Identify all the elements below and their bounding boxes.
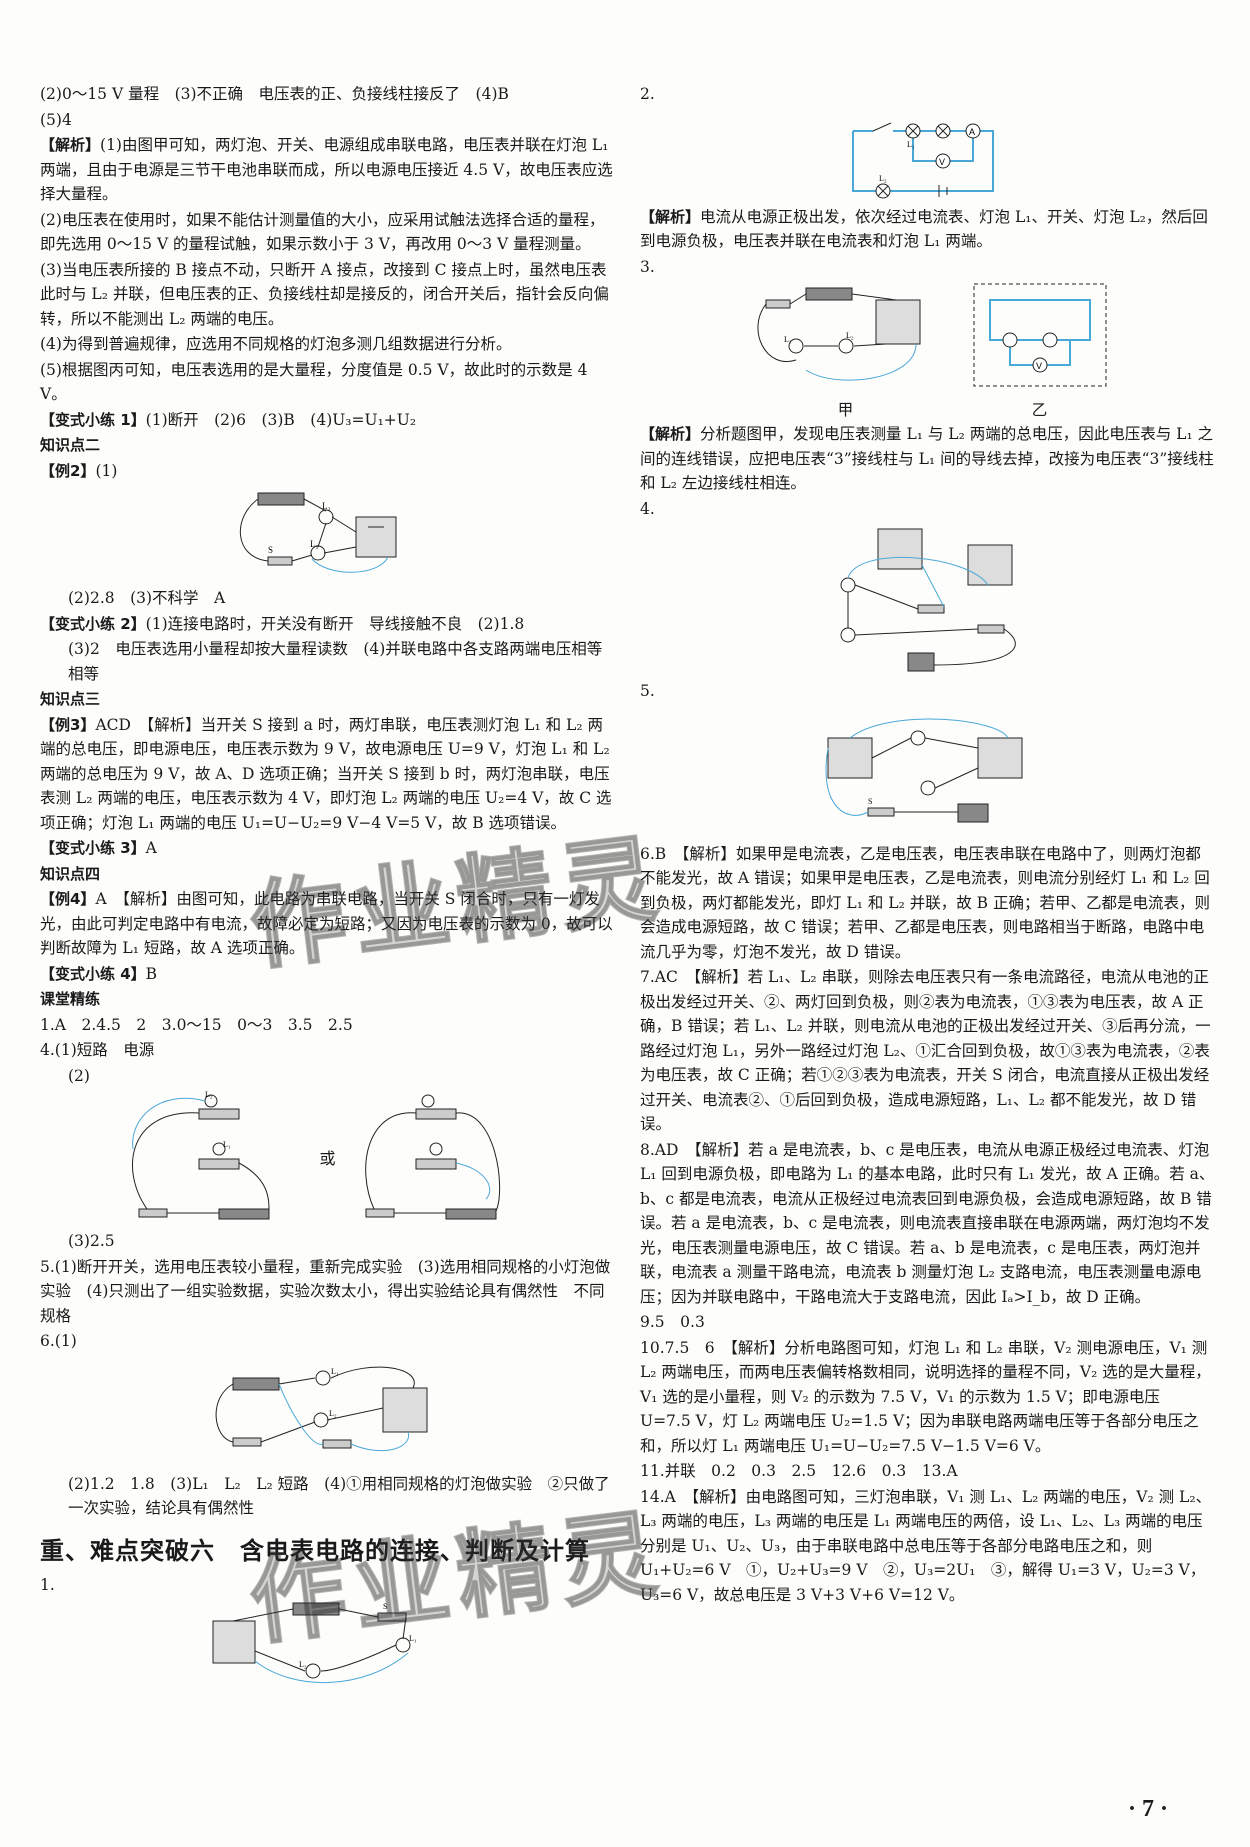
page-number: · 7 · (1128, 1796, 1169, 1822)
analysis-paragraph: (4)为得到普遍规律，应选用不同规格的灯泡多测几组数据进行分析。 (40, 335, 512, 353)
class-practice-q5: 5.(1)断开开关，选用电压表较小量程，重新完成实验 (3)选用相同规格的小灯泡… (40, 1257, 611, 1325)
question-8: 8.AD 【解析】若 a 是电流表，b、c 是电压表，电流从电源正极经过电流表、… (640, 1140, 1215, 1306)
svg-text:V: V (939, 157, 945, 167)
svg-text:L₁: L₁ (409, 1634, 417, 1643)
circuit-diagram-example-2: L₂ L₁ S (239, 492, 396, 573)
class-practice-q6: 6.(1) (40, 1332, 77, 1350)
answer-line: (2)0～15 V 量程 (3)不正确 电压表的正、负接线柱接反了 (4)B (40, 85, 509, 103)
variant-practice-2: 【变式小练 2】(1)连接电路时，开关没有断开 导线接触不良 (2)1.8 (40, 614, 525, 633)
circuit-diagram-section-q1: L₁ L₂ S (212, 1602, 417, 1683)
question-7: 7.AC 【解析】若 L₁、L₂ 串联，则除去电压表只有一条电流路径，电流从电池… (640, 968, 1211, 1133)
circuit-diagram-q6: L₁ L₂ (215, 1366, 427, 1451)
left-column: (2)0～15 V 量程 (3)不正确 电压表的正、负接线柱接反了 (4)B (… (40, 82, 618, 1700)
circuit-schematic-q2: A V L₁ L₂ (851, 122, 994, 198)
section-title: 重、难点突破六 含电表电路的连接、判断及计算 (40, 1536, 590, 1565)
question-11-13: 11.并联 0.2 0.3 2.5 12.6 0.3 13.A (640, 1462, 958, 1480)
q4-figures: L₂ L₁ 或 (40, 1089, 615, 1229)
knowledge-point-4-heading: 知识点四 (40, 864, 101, 883)
question-10: 10.7.5 6 【解析】分析电路图可知，灯泡 L₁ 和 L₂ 串联，V₂ 测电… (640, 1338, 1211, 1455)
svg-text:L₁: L₁ (784, 335, 792, 344)
analysis-paragraph: (2)电压表在使用时，如果不能估计测量值的大小，应采用试触法选择合适的量程，即先… (40, 210, 605, 254)
variant-practice-3: 【变式小练 3】A (40, 839, 157, 857)
question-2-analysis: 【解析】电流从电源正极出发，依次经过电流表、灯泡 L₁、开关、灯泡 L₂，然后回… (640, 207, 1208, 251)
figure-yi: V 乙 (970, 280, 1110, 422)
analysis-paragraph: (3)当电压表所接的 B 接点不动，只断开 A 接点，改接到 C 接点上时，虽然… (40, 260, 609, 328)
analysis-paragraph: 【解析】(1)由图甲可知，两灯泡、开关、电源组成串联电路，电压表并联在灯泡 L₁… (40, 136, 613, 203)
example-2-answer: (2)2.8 (3)不科学 A (68, 589, 226, 607)
class-practice-q6-2: (2)1.2 1.8 (3)L₁ L₂ L₂ 短路 (4)①用相同规格的灯泡做实… (68, 1474, 610, 1518)
circuit-diagram-q4-right (364, 1094, 500, 1220)
svg-text:L₁: L₁ (907, 140, 915, 149)
svg-text:L₂: L₂ (879, 174, 887, 183)
class-practice-q4: 4.(1)短路 电源 (40, 1041, 155, 1059)
right-column: 2. A V L₁ L₂ 【解析】电流从电源正极出发，依次经过电流表、灯泡 L₁… (640, 82, 1215, 1608)
figure-jia: L₁ L₂ 甲 (746, 280, 946, 422)
circuit-diagram-q4 (840, 528, 1016, 672)
question-6: 6.B 【解析】如果甲是电流表，乙是电压表，电压表串联在电路中了，则两灯泡都不能… (640, 844, 1210, 961)
svg-text:S: S (268, 545, 273, 555)
figure-jia-label: 甲 (837, 400, 854, 419)
q3-figures: L₁ L₂ 甲 V 乙 (640, 280, 1215, 422)
svg-text:L₂: L₂ (299, 1660, 307, 1669)
knowledge-point-3-heading: 知识点三 (40, 690, 101, 708)
variant-practice-1: 【变式小练 1】(1)断开 (2)6 (3)B (4)U₃=U₁+U₂ (40, 410, 417, 429)
example-4: 【例4】A 【解析】由图可知，此电路为串联电路，当开关 S 闭合时，只有一灯发光… (40, 890, 613, 957)
knowledge-point-2-heading: 知识点二 (40, 436, 101, 454)
svg-text:L₂: L₂ (205, 1090, 213, 1099)
circuit-diagram-q5: S (825, 718, 1022, 822)
class-practice-q4-3: (3)2.5 (68, 1232, 115, 1250)
section-q1: 1. (40, 1575, 55, 1594)
analysis-tag: 【解析】 (40, 136, 101, 154)
answer-line: (5)4 (40, 110, 72, 129)
variant-practice-2-cont: (3)2 电压表选用小量程却按大量程读数 (4)并联电路中各支路两端电压相等 相… (68, 640, 618, 683)
svg-text:S: S (383, 1602, 387, 1611)
circuit-diagram-q4-left: L₂ L₁ (132, 1090, 270, 1220)
question-4-number: 4. (640, 499, 655, 518)
svg-text:L₁: L₁ (331, 1367, 339, 1376)
class-practice-q4-2: (2) (68, 1066, 90, 1085)
svg-text:V: V (1036, 361, 1042, 371)
analysis-paragraph: (5)根据图丙可知，电压表选用的是大量程，分度值是 0.5 V，故此时的示数是 … (40, 360, 588, 404)
question-14: 14.A 【解析】由电路图可知，三灯泡串联，V₁ 测 L₁、L₂ 两端的电压，V… (640, 1487, 1212, 1604)
question-3-analysis: 【解析】分析题图甲，发现电压表测量 L₁ 与 L₂ 两端的总电压，因此电压表与 … (640, 425, 1214, 492)
svg-text:L₂: L₂ (329, 1409, 337, 1418)
svg-text:A: A (969, 127, 975, 137)
circuit-schematic-yi: V (973, 283, 1106, 387)
class-practice-answers: 1.A 2.4.5 2 3.0～15 0～3 3.5 2.5 (40, 1015, 353, 1034)
circuit-diagram-jia: L₁ L₂ (756, 287, 920, 381)
question-3-number: 3. (640, 257, 655, 276)
figure-yi-label: 乙 (1031, 400, 1048, 419)
svg-text:L₂: L₂ (322, 501, 331, 511)
svg-text:L₂: L₂ (846, 331, 854, 340)
question-5-number: 5. (640, 682, 655, 700)
svg-text:S: S (868, 797, 872, 806)
variant-practice-4: 【变式小练 4】B (40, 964, 158, 983)
question-9: 9.5 0.3 (640, 1313, 705, 1331)
example-2: 【例2】(1) (40, 461, 118, 480)
svg-text:L₁: L₁ (310, 539, 319, 549)
or-label: 或 (319, 1148, 336, 1168)
question-2-number: 2. (640, 85, 655, 103)
class-practice-heading: 课堂精练 (40, 990, 101, 1008)
svg-text:L₁: L₁ (223, 1140, 231, 1149)
example-3: 【例3】ACD 【解析】当开关 S 接到 a 时，两灯串联，电压表测灯泡 L₁ … (40, 715, 612, 832)
